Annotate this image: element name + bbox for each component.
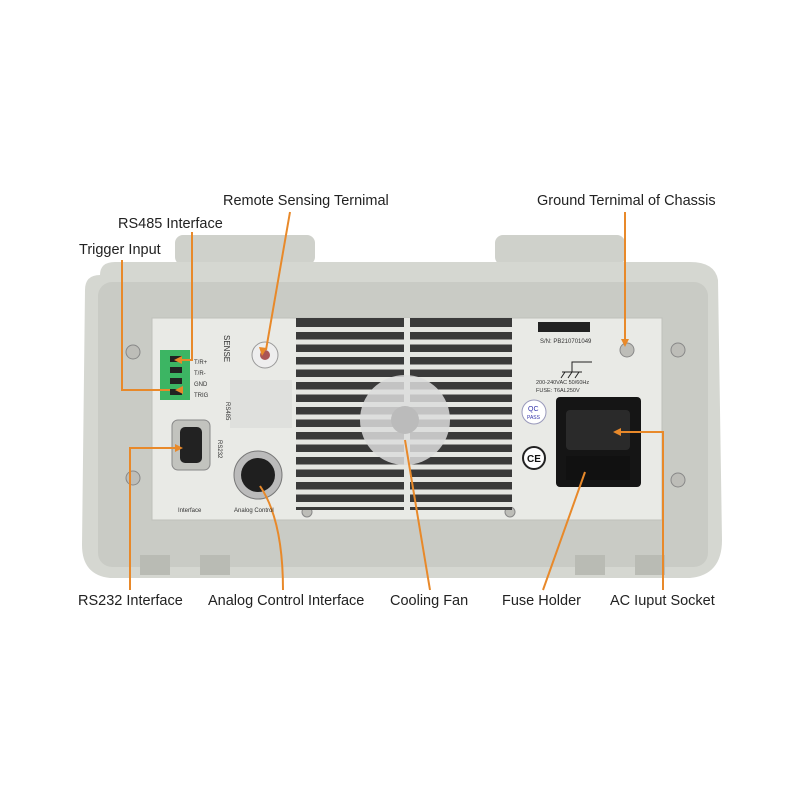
sense-label: SENSE bbox=[222, 335, 231, 362]
rs232-panel-label: RS232 bbox=[216, 440, 222, 459]
label-analog-control-interface: Analog Control Interface bbox=[208, 593, 365, 609]
callout-lines bbox=[121, 211, 664, 591]
pin-label: T/R- bbox=[194, 371, 206, 377]
callout-line-analog bbox=[259, 485, 284, 591]
analog-control-panel-label: Analog Control bbox=[234, 508, 274, 514]
qc-text: QC bbox=[528, 406, 539, 413]
power-rating: 200-240VAC 50/60Hz bbox=[536, 380, 589, 386]
fuse-holder bbox=[566, 456, 630, 480]
ground-symbol-icon bbox=[560, 361, 592, 379]
arrowhead-icon bbox=[175, 386, 183, 394]
pass-text: PASS bbox=[527, 415, 541, 421]
fuse-rating: FUSE: T6AL250V bbox=[536, 388, 580, 394]
ac-socket-inlet bbox=[566, 410, 630, 450]
arrowhead-icon bbox=[613, 428, 621, 436]
serial-number: S/N: PB210701049 bbox=[540, 339, 592, 345]
label-fuse-holder: Fuse Holder bbox=[502, 593, 581, 609]
feet bbox=[140, 555, 665, 575]
label-rs485-interface: RS485 Interface bbox=[118, 216, 223, 232]
blank-plate bbox=[230, 380, 292, 428]
arrowhead-icon bbox=[259, 347, 267, 356]
label-rs232-interface: RS232 Interface bbox=[78, 593, 183, 609]
label-ac-input-socket: AC Iuput Socket bbox=[610, 593, 715, 609]
ce-text: CE bbox=[527, 454, 541, 465]
arrowhead-icon bbox=[174, 356, 182, 364]
callout-line-rs485 bbox=[180, 232, 193, 361]
label-cooling-fan: Cooling Fan bbox=[390, 593, 469, 609]
callout-line-ac bbox=[618, 431, 664, 590]
arrowhead-icon bbox=[621, 339, 629, 347]
qc-pass-sticker bbox=[521, 399, 547, 425]
label-remote-sensing-terminal: Remote Sensing Ternimal bbox=[223, 193, 389, 209]
ground-terminal-screw bbox=[619, 342, 635, 358]
callout-line-rs232 bbox=[129, 447, 178, 590]
callout-arrowheads bbox=[174, 339, 629, 452]
ce-mark bbox=[522, 446, 546, 470]
top-handle-left bbox=[175, 235, 315, 265]
analog-control-port-face bbox=[241, 458, 275, 492]
pin-label: TRIG bbox=[194, 393, 209, 399]
pin-label: T/R+ bbox=[194, 360, 208, 366]
pin-label: GND bbox=[194, 382, 208, 388]
rs232-port bbox=[180, 427, 202, 463]
interface-panel-label: Interface bbox=[178, 508, 202, 514]
callout-line-fuse bbox=[542, 471, 586, 591]
fan-hub bbox=[391, 406, 419, 434]
rs485-panel-label: RS485 bbox=[224, 402, 230, 421]
barcode bbox=[538, 322, 590, 332]
label-ground-terminal: Ground Ternimal of Chassis bbox=[537, 193, 716, 209]
callout-line-trigger bbox=[121, 260, 170, 391]
label-trigger-input: Trigger Input bbox=[79, 242, 161, 258]
callout-line-fan bbox=[404, 439, 431, 591]
top-handle-right bbox=[495, 235, 625, 265]
callout-line-remote-sensing bbox=[265, 211, 291, 351]
arrowhead-icon bbox=[175, 444, 183, 452]
